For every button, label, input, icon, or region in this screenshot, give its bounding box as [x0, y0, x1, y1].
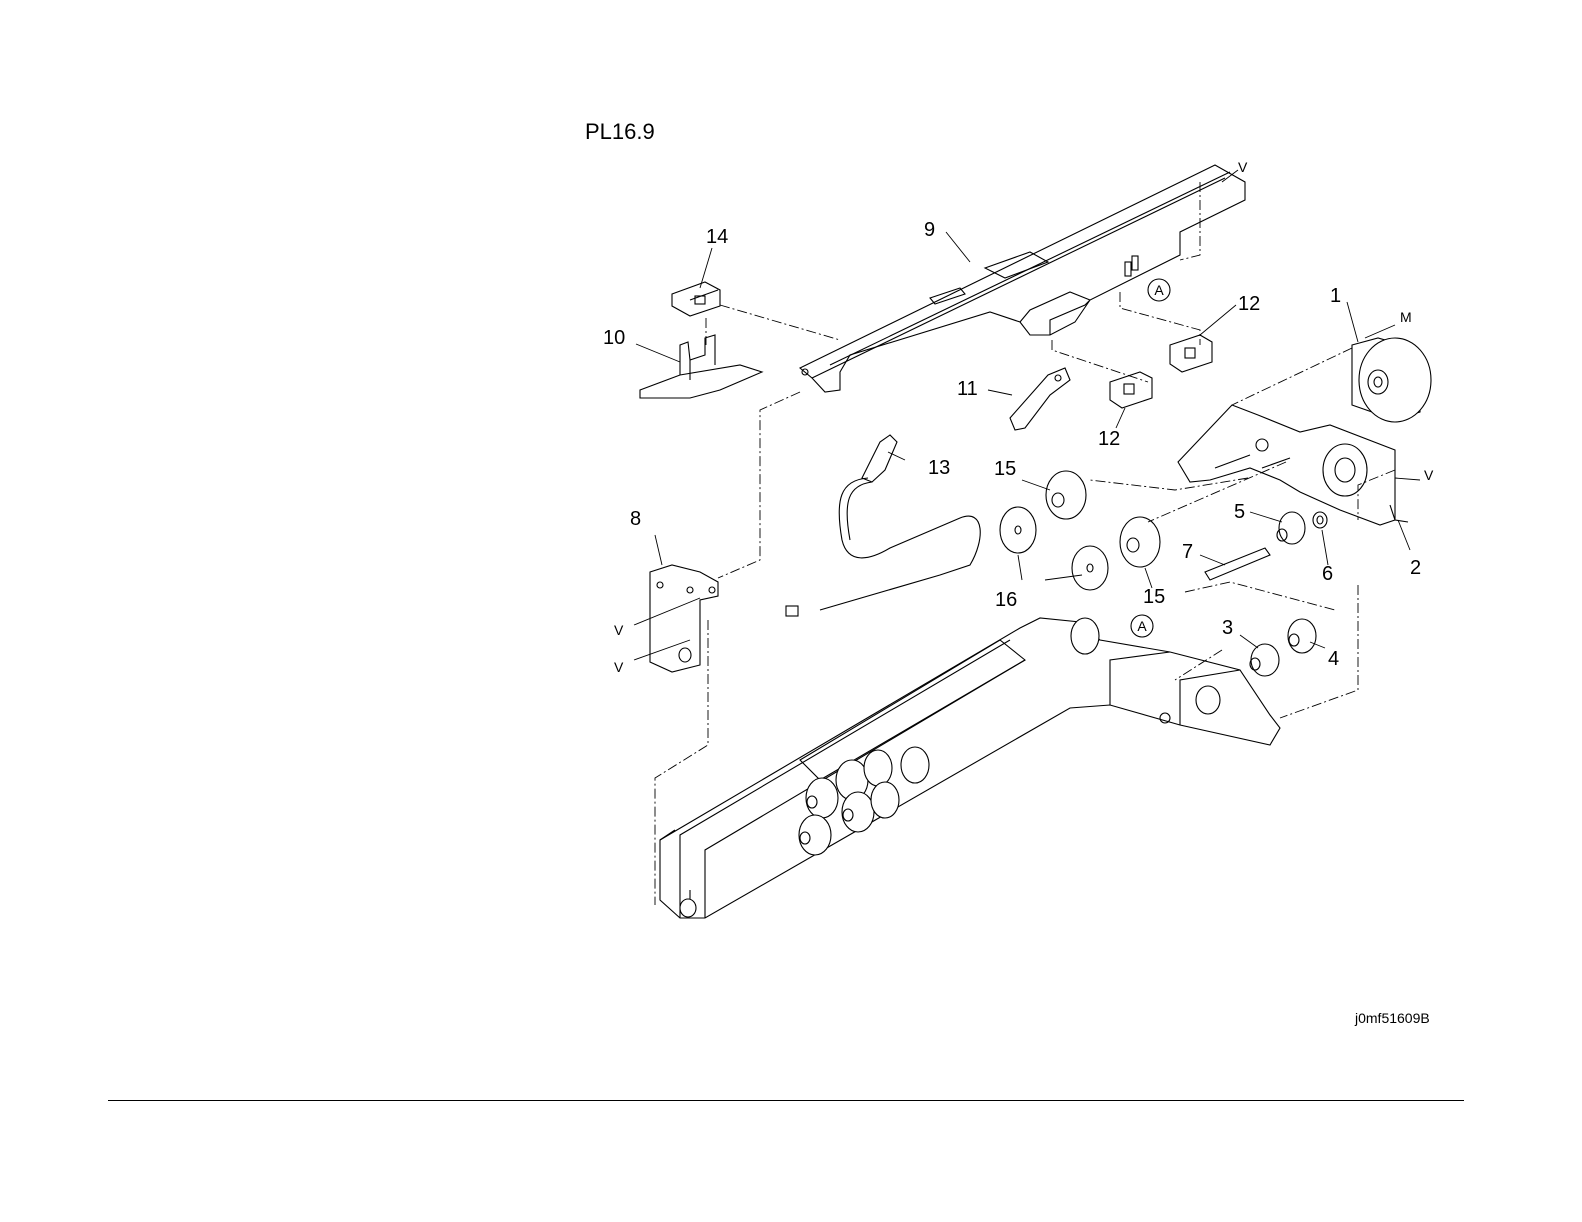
- v-mark-left-lower: V: [614, 659, 624, 675]
- part-12-sensor-lower: [1110, 372, 1152, 408]
- callout-2: 2: [1410, 557, 1421, 579]
- callout-15-upper: 15: [994, 458, 1016, 480]
- callout-12-upper: 12: [1238, 293, 1260, 315]
- callout-1: 1: [1330, 285, 1341, 307]
- part-14-clip: [672, 282, 720, 316]
- callout-5: 5: [1234, 501, 1245, 523]
- part-15-gear-lower: [1120, 517, 1160, 567]
- callout-3: 3: [1222, 617, 1233, 639]
- part-12-sensor-upper: [1170, 335, 1212, 372]
- callout-14: 14: [706, 226, 728, 248]
- callout-12-lower: 12: [1098, 428, 1120, 450]
- v-mark-right: V: [1424, 467, 1434, 483]
- part-4-gear: [1288, 619, 1316, 653]
- part-2-drive-bracket: [1178, 405, 1408, 525]
- part-3-bearing: [1250, 644, 1279, 676]
- callout-4: 4: [1328, 648, 1339, 670]
- part-8-side-bracket: [650, 565, 718, 672]
- part-15-gear-upper: [1046, 471, 1086, 519]
- feeder-frame-assembly: [660, 618, 1280, 918]
- reference-mark-a-lower: A: [1131, 615, 1153, 637]
- drawing-id: j0mf51609B: [1355, 1010, 1430, 1026]
- part-6-e-ring: [1313, 512, 1327, 528]
- part-5-gear: [1277, 512, 1305, 544]
- callout-6: 6: [1322, 563, 1333, 585]
- part-1-motor: [1352, 338, 1431, 422]
- callout-9: 9: [924, 219, 935, 241]
- callout-10: 10: [603, 327, 625, 349]
- part-16-disc-lower: [1072, 546, 1108, 590]
- part-13-harness: [786, 435, 980, 616]
- svg-text:A: A: [1137, 618, 1147, 634]
- callout-15-lower: 15: [1143, 586, 1165, 608]
- callout-8: 8: [630, 508, 641, 530]
- v-mark-left-upper: V: [614, 622, 624, 638]
- callout-13: 13: [928, 457, 950, 479]
- part-7-shaft: [1205, 548, 1270, 580]
- reference-mark-a-upper: A: [1148, 279, 1170, 301]
- callout-7: 7: [1182, 541, 1193, 563]
- callout-16: 16: [995, 589, 1017, 611]
- part-16-disc-upper: [1000, 507, 1036, 553]
- footer-rule: [108, 1100, 1464, 1101]
- v-mark-top: V: [1238, 159, 1248, 175]
- part-10-bracket: [640, 335, 762, 398]
- part-11-actuator: [1010, 368, 1070, 430]
- callout-11: 11: [957, 378, 978, 400]
- m-mark-motor: M: [1400, 309, 1412, 325]
- svg-text:A: A: [1154, 282, 1164, 298]
